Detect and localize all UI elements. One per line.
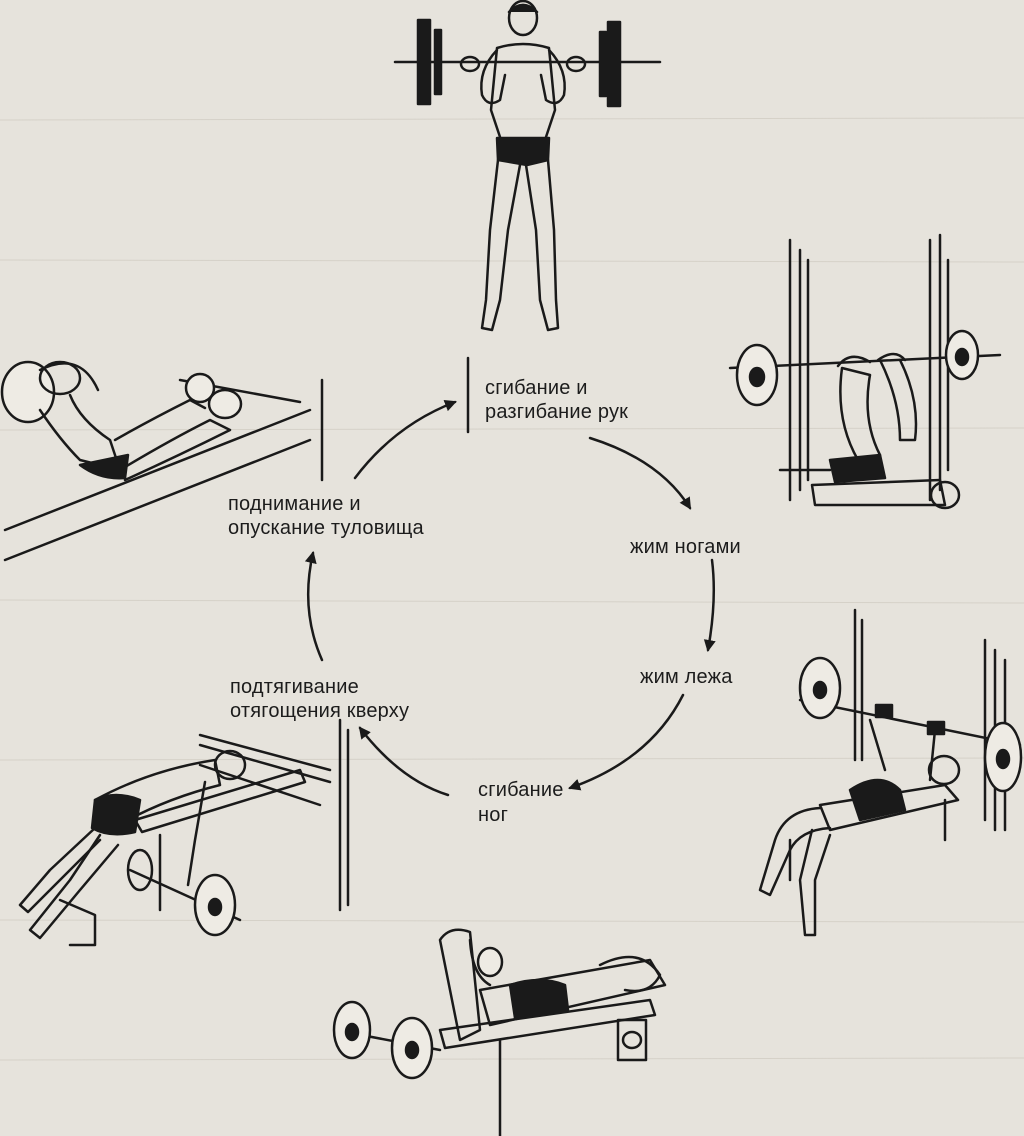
arrow-arms-to-legpress (588, 436, 692, 510)
label-bent-over-row: подтягивание отягощения кверху (230, 676, 410, 722)
arrow-bench-to-curl (568, 693, 685, 791)
arrow-situp-to-arms (353, 399, 457, 480)
circuit-arrows (304, 356, 716, 797)
paper-texture (0, 117, 1024, 1061)
label-leg-curl: сгибание ног (478, 779, 564, 826)
arrow-legpress-to-bench (703, 558, 716, 652)
sit-up-illustration (0, 360, 324, 562)
bench-press-illustration (758, 608, 1023, 937)
label-leg-press: жим ногами (630, 536, 741, 558)
leg-curl-illustration (332, 928, 667, 1136)
label-bench-press: жим лежа (640, 666, 733, 688)
label-arm-curl: сгибание и разгибание рук (485, 377, 629, 423)
bent-over-row-illustration (18, 718, 350, 947)
label-sit-up: поднимание и опускание туловища (228, 493, 424, 539)
arm-curl-illustration (393, 0, 662, 332)
arrow-row-to-situp (304, 551, 324, 662)
arrow-curl-to-row (358, 726, 450, 797)
leg-press-illustration (728, 233, 1002, 510)
